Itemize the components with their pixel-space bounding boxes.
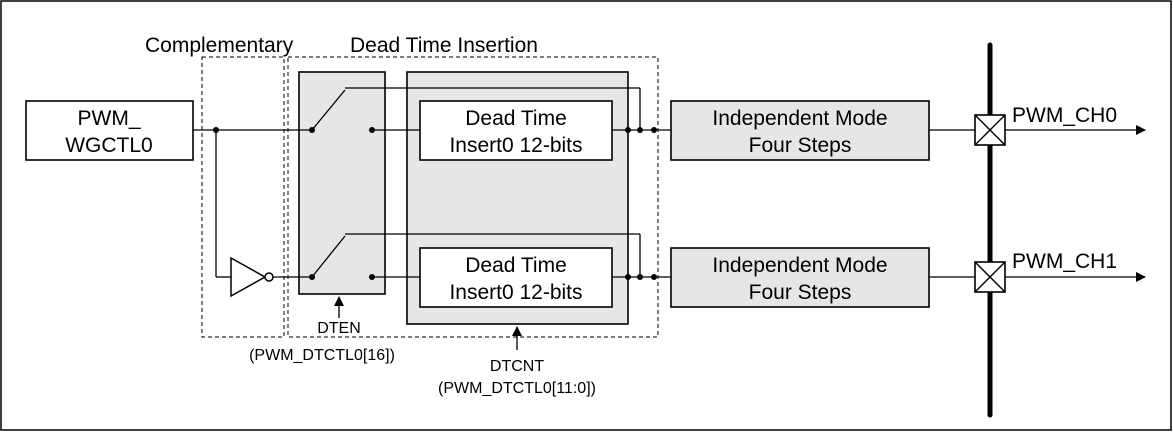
dtcnt-label: DTCNT <box>490 358 544 375</box>
dead-time-0-line2: Insert0 12-bits <box>449 134 582 157</box>
switch1-blade <box>311 235 346 278</box>
dead-time-0-line1: Dead Time <box>465 107 567 130</box>
independent-1-line1: Independent Mode <box>712 254 887 277</box>
complementary-label: Complementary <box>145 34 294 57</box>
dead-time-1-line2: Insert0 12-bits <box>449 281 582 304</box>
wgctl-label-line1: PWM_ <box>78 107 141 130</box>
node-dt0-out <box>625 127 631 133</box>
switch0-blade <box>311 89 346 131</box>
output-label-ch0: PWM_CH0 <box>1012 104 1117 127</box>
node-ind1-in <box>651 274 657 280</box>
independent-1-line2: Four Steps <box>749 281 852 304</box>
dead-time-1-line1: Dead Time <box>465 254 567 277</box>
independent-mode-box-1 <box>670 247 930 308</box>
node-bypass1-join <box>637 274 643 280</box>
dead-time-box-1 <box>419 247 613 308</box>
dtcnt-register-label: (PWM_DTCTL0[11:0]) <box>438 380 596 397</box>
node-bypass0-join <box>637 127 643 133</box>
node-ind0-in <box>651 127 657 133</box>
output-label-ch1: PWM_CH1 <box>1012 250 1117 273</box>
output-pad-0 <box>974 114 1006 146</box>
inverter-bubble <box>264 272 274 282</box>
wgctl-label-line2: WGCTL0 <box>65 134 153 157</box>
independent-mode-box-0 <box>670 100 930 161</box>
independent-0-line2: Four Steps <box>749 134 852 157</box>
dten-register-label: (PWM_DTCTL0[16]) <box>249 347 395 364</box>
inverter-triangle <box>230 256 267 298</box>
dten-label: DTEN <box>317 320 361 337</box>
dead-time-insertion-region <box>287 56 659 338</box>
dead-time-box-0 <box>419 100 613 161</box>
complementary-region <box>201 56 285 338</box>
node-dt1-out <box>625 274 631 280</box>
independent-0-line1: Independent Mode <box>712 107 887 130</box>
switch-block <box>298 71 386 295</box>
output-pad-1 <box>974 261 1006 293</box>
dead-time-insertion-label: Dead Time Insertion <box>350 34 538 57</box>
